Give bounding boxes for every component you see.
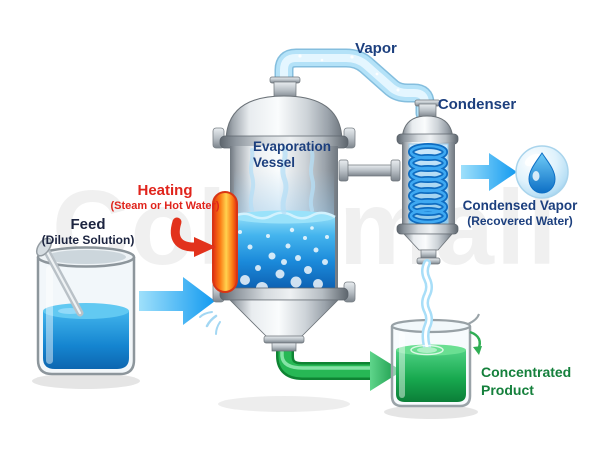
evaporation-vessel-label: Evaporation Vessel bbox=[253, 139, 332, 171]
condenser-coil bbox=[408, 143, 448, 225]
vapor-pipe bbox=[274, 48, 435, 123]
feed-liquid bbox=[43, 303, 129, 369]
vapor-label: Vapor bbox=[355, 40, 397, 57]
evaporation-vessel-body bbox=[199, 76, 356, 352]
stirring-rod bbox=[35, 237, 84, 317]
heating-sublabel: (Steam or Hot Water) bbox=[110, 200, 220, 212]
product-sprout-arrow bbox=[469, 330, 482, 355]
connecting-pipe bbox=[338, 159, 401, 182]
product-beaker bbox=[390, 313, 480, 408]
vessel-liquid bbox=[232, 210, 336, 294]
heater-element bbox=[212, 191, 238, 293]
feed-arrow bbox=[139, 277, 215, 325]
water-droplet-icon bbox=[515, 145, 569, 199]
product-liquid bbox=[396, 344, 466, 402]
recovered-water-label: (Recovered Water) bbox=[467, 214, 573, 228]
condensed-vapor-arrow bbox=[461, 153, 517, 191]
feed-beaker bbox=[35, 237, 136, 376]
condensed-vapor-label: Condensed Vapor bbox=[462, 198, 578, 213]
concentrated-product-label: Concentrated Product bbox=[481, 364, 572, 399]
steam-wisps bbox=[248, 145, 316, 215]
steam-spray bbox=[199, 311, 221, 335]
feed-label: Feed bbox=[70, 216, 106, 233]
condensate-stream bbox=[410, 259, 444, 356]
condenser-body bbox=[396, 99, 459, 265]
heating-label: Heating bbox=[137, 182, 193, 199]
heating-arrow bbox=[170, 217, 216, 257]
product-pipe-arrow bbox=[276, 335, 402, 391]
shadows bbox=[32, 373, 478, 419]
feed-sublabel: (Dilute Solution) bbox=[41, 233, 135, 247]
condenser-label: Condenser bbox=[437, 96, 517, 113]
